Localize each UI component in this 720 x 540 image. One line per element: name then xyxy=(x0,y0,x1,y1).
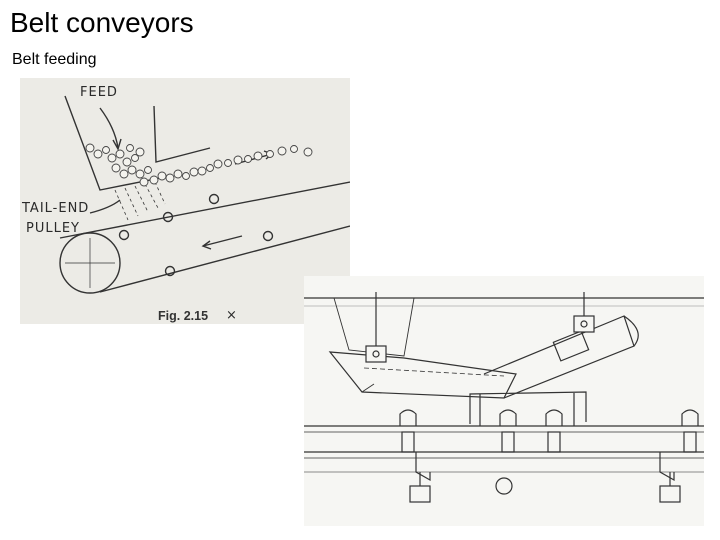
belt-feeder-figure xyxy=(304,276,704,526)
feeder-tray xyxy=(328,351,517,399)
clamp-left xyxy=(365,345,387,363)
counterweight-left xyxy=(409,485,431,503)
belt-feeding-figure: FEED TAIL-END PULLEY Fig. 2.15 × xyxy=(20,78,350,324)
belt-feeder-diagram xyxy=(304,292,704,503)
drive-unit xyxy=(552,330,590,362)
belt-feeding-diagram: FEED TAIL-END PULLEY Fig. 2.15 × xyxy=(21,85,350,323)
cross-mark: × xyxy=(226,308,238,323)
hopper-right-wall xyxy=(153,105,211,163)
bulk-material xyxy=(85,143,313,187)
clamp-right xyxy=(573,315,595,333)
pulley-label: PULLEY xyxy=(26,221,80,236)
lower-direction-arrow xyxy=(202,235,243,247)
hopper-left-wall xyxy=(64,95,161,191)
belt-lower-strand xyxy=(99,225,350,293)
figure-caption: Fig. 2.15 xyxy=(158,309,208,323)
belt-upper-strand xyxy=(59,181,350,239)
support-frame xyxy=(469,391,587,424)
feed-arrow xyxy=(99,107,119,149)
tail-end-label: TAIL-END xyxy=(21,201,89,216)
feed-label: FEED xyxy=(80,85,118,100)
slide-title: Belt conveyors xyxy=(10,7,194,38)
tail-end-pulley xyxy=(59,232,121,294)
counterweight-right xyxy=(659,485,681,503)
slide-subtitle: Belt feeding xyxy=(12,51,97,68)
idler-stands xyxy=(399,409,699,453)
return-roller xyxy=(495,477,513,495)
